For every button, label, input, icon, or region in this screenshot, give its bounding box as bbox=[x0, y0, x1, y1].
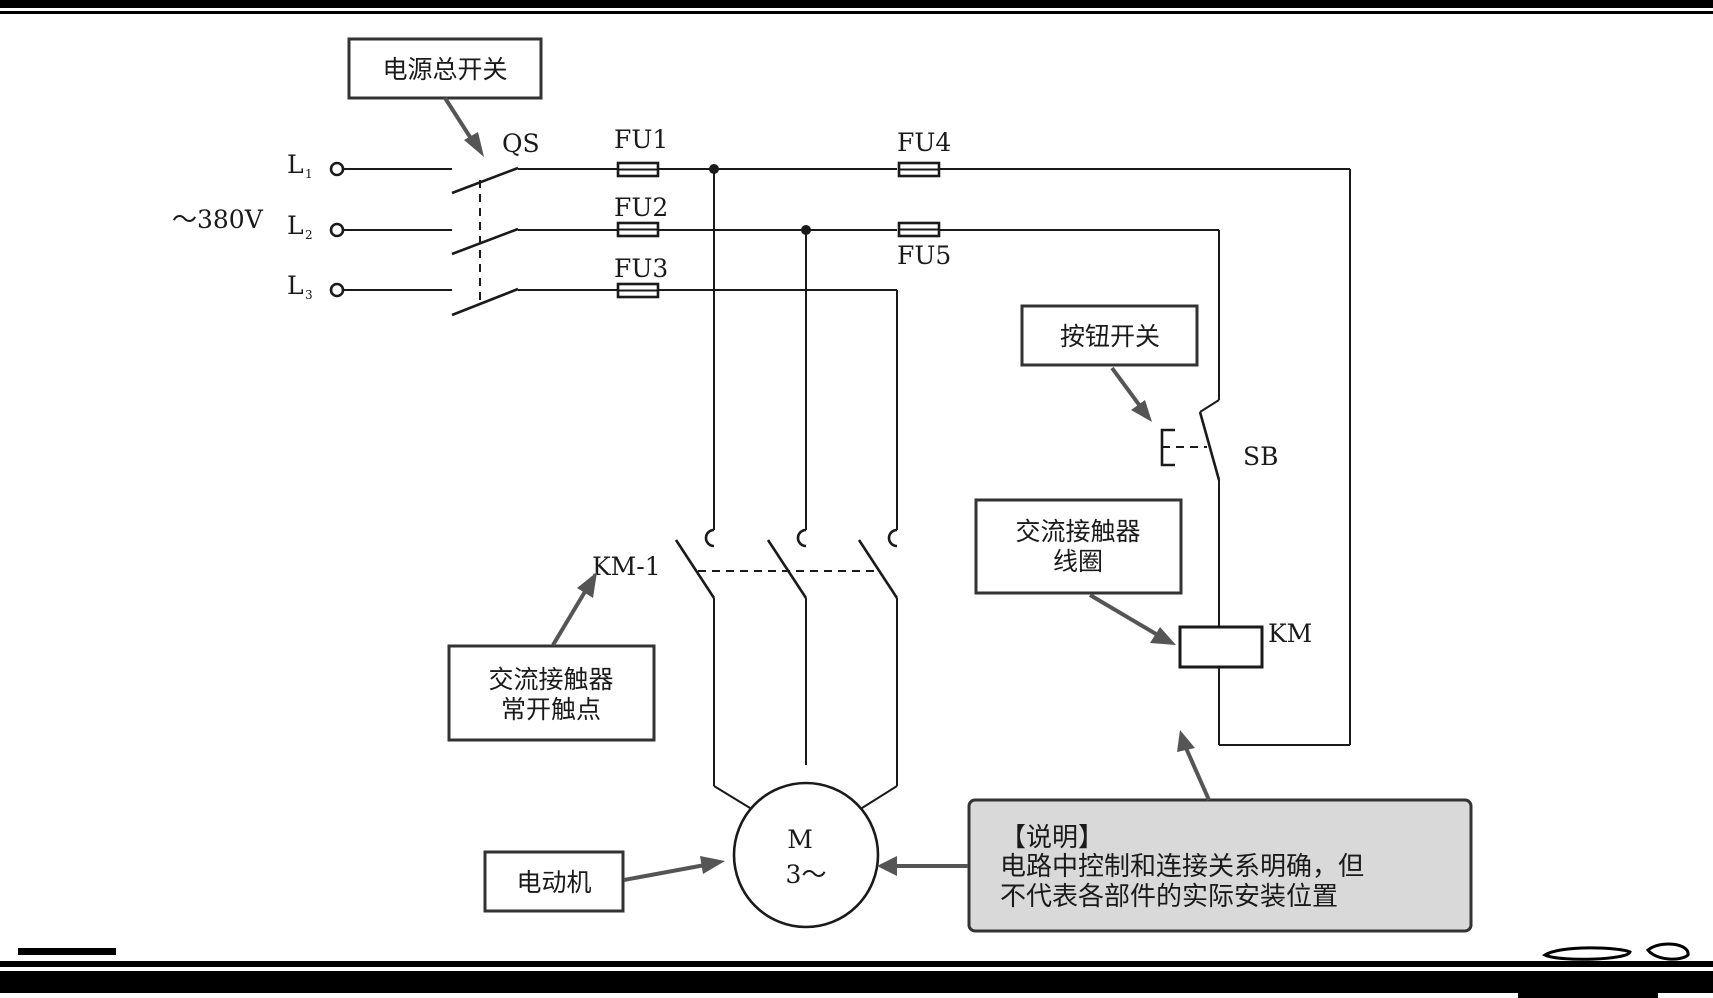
terminal-l1 bbox=[329, 161, 345, 177]
label-qs: QS bbox=[502, 129, 540, 158]
callout-coil: 交流接触器 线圈 bbox=[974, 498, 1183, 645]
control-circuit bbox=[1160, 230, 1264, 745]
contactor-main-contacts bbox=[674, 528, 899, 809]
terminal-l2 bbox=[329, 222, 345, 238]
bottom-frame bbox=[0, 942, 1713, 998]
motor-symbol bbox=[732, 781, 880, 929]
callout-push-button: 按钮开关 bbox=[1020, 304, 1199, 422]
label-fu2: FU2 bbox=[614, 193, 668, 222]
callout-motor: 电动机 bbox=[483, 850, 725, 913]
fuses bbox=[616, 161, 941, 299]
label-fu3: FU3 bbox=[614, 254, 668, 283]
junctions bbox=[709, 164, 811, 235]
incoming-lines bbox=[343, 168, 452, 291]
main-lines bbox=[518, 168, 1351, 746]
label-km1: KM-1 bbox=[592, 552, 661, 581]
callout-push-button-text: 按钮开关 bbox=[1060, 322, 1160, 351]
contactor-coil bbox=[1178, 625, 1264, 669]
label-l2-sub: 2 bbox=[305, 228, 313, 242]
label-l2: L bbox=[287, 211, 304, 240]
label-l3: L bbox=[287, 271, 304, 300]
callout-coil-line1: 交流接触器 bbox=[1015, 517, 1140, 546]
contactor-feeds bbox=[713, 169, 807, 530]
voltage-label: ～380V bbox=[172, 205, 264, 234]
terminal-l3 bbox=[329, 282, 345, 298]
note-line2: 不代表各部件的实际安装位置 bbox=[1000, 882, 1338, 912]
terminals bbox=[329, 161, 345, 298]
callout-main-switch: 电源总开关 bbox=[347, 37, 543, 157]
label-l1: L bbox=[287, 150, 304, 179]
callout-contacts-line2: 常开触点 bbox=[501, 695, 601, 724]
motor-phase-label: 3～ bbox=[786, 860, 827, 889]
motor-label: M bbox=[787, 825, 813, 854]
callout-main-switch-text: 电源总开关 bbox=[382, 55, 507, 84]
label-fu1: FU1 bbox=[614, 125, 668, 154]
label-l3-sub: 3 bbox=[305, 288, 313, 302]
note-line1: 电路中控制和连接关系明确，但 bbox=[1000, 852, 1364, 882]
callout-contacts-line1: 交流接触器 bbox=[488, 665, 613, 694]
label-l1-sub: 1 bbox=[305, 167, 313, 181]
label-km: KM bbox=[1268, 619, 1312, 648]
main-switch-qs bbox=[451, 166, 519, 317]
top-frame bbox=[0, 0, 1713, 14]
callout-motor-text: 电动机 bbox=[516, 868, 591, 897]
callout-contacts: 交流接触器 常开触点 bbox=[447, 572, 656, 742]
label-sb: SB bbox=[1243, 442, 1279, 471]
label-fu4: FU4 bbox=[897, 128, 951, 157]
component-labels: ～380V L 1 L 2 L 3 QS FU1 FU2 FU3 FU4 FU5… bbox=[172, 125, 1312, 648]
note-box: 【说明】 电路中控制和连接关系明确，但 不代表各部件的实际安装位置 bbox=[877, 730, 1473, 933]
push-button-blade bbox=[1198, 411, 1221, 481]
callout-coil-line2: 线圈 bbox=[1053, 547, 1103, 576]
note-title: 【说明】 bbox=[1000, 823, 1104, 853]
label-fu5: FU5 bbox=[897, 241, 951, 270]
motor: M 3～ bbox=[732, 781, 880, 929]
